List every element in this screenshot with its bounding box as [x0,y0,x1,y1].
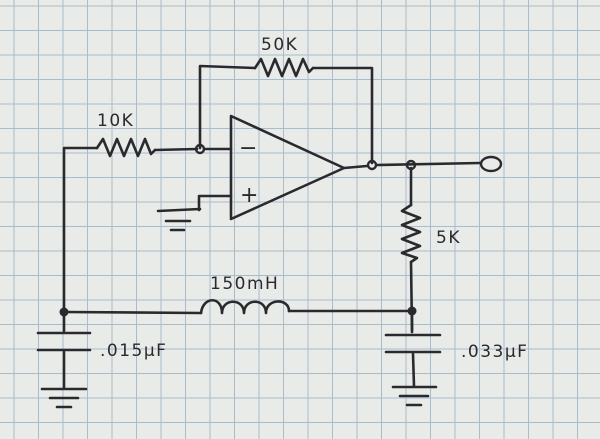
label-inductor-150mh: 150mH [210,274,279,294]
inductor-150mh-symbol [199,298,291,315]
opamp-plus-sign: + [240,183,258,208]
resistor-50k-symbol [253,57,315,78]
junction-load [405,159,417,171]
opamp-triangle [229,114,346,221]
junction-output [366,159,378,171]
wire-feedback-loop [198,64,374,165]
junction-inverting [194,143,206,155]
capacitor-right-symbol [384,309,442,388]
opamp-minus-sign: − [239,136,257,161]
wire-input [62,146,199,314]
label-resistor-50k: 50K [261,35,298,55]
junction-left-bottom [59,307,69,317]
label-resistor-5k: 5K [436,228,461,248]
label-capacitor-right: .033µF [461,342,528,362]
resistor-10k-symbol [95,137,157,158]
ground-right-icon [391,385,438,407]
label-resistor-10k: 10K [97,111,134,131]
ground-left-icon [40,387,88,409]
resistor-5k-symbol [400,203,422,264]
wire-bottom [62,309,413,315]
capacitor-left-symbol [36,310,92,390]
ground-opamp-icon [156,207,202,232]
label-capacitor-left: .015µF [100,341,167,361]
output-terminal [479,155,503,173]
wire-output [342,161,482,170]
wire-noninverting-input [197,194,233,212]
junction-right-bottom [407,306,417,316]
